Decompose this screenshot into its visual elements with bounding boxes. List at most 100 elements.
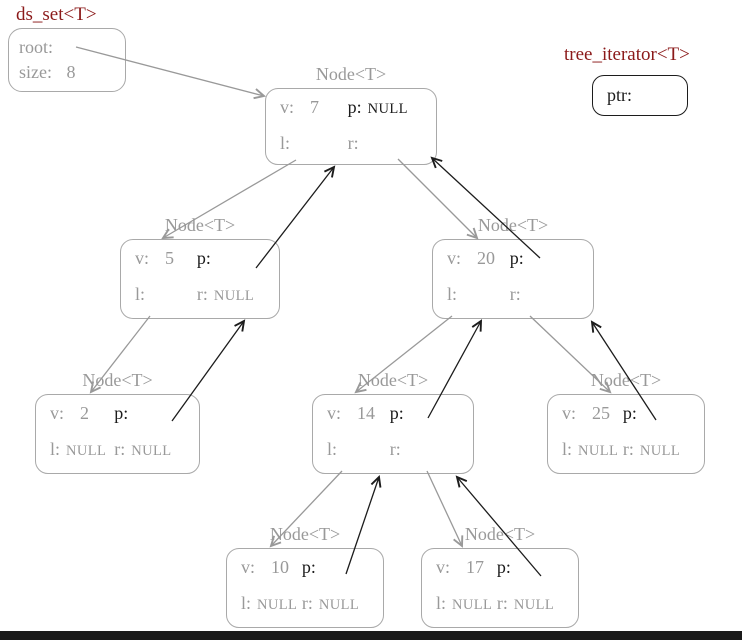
- window-bottom-bar: [0, 631, 742, 640]
- field-label: p:: [347, 97, 362, 117]
- node-type-label: Node<T>: [315, 64, 387, 84]
- node-2: Node<T> v:2 p: l: NULL r:NULL: [35, 370, 200, 474]
- node-20-field-r: r:: [510, 284, 521, 305]
- field-label: p:: [301, 557, 316, 577]
- field-label: v:: [562, 403, 577, 423]
- field-label: p:: [496, 557, 511, 577]
- node-17-field-l: l: NULL: [436, 593, 492, 614]
- node-2-field-r: r:NULL: [114, 439, 171, 460]
- field-value: NULL: [578, 443, 619, 459]
- node-7-field-v: v: 7: [280, 97, 319, 118]
- node-2-field-l: l: NULL: [50, 439, 106, 460]
- field-label: l:: [447, 284, 458, 304]
- ptr-field-label: ptr:: [607, 85, 632, 105]
- node-10-field-r: r: NULL: [302, 593, 359, 614]
- node-20-field-l: l:: [447, 284, 457, 305]
- field-label: r:: [196, 284, 208, 304]
- node-2-field-v: v:2: [50, 403, 89, 424]
- node-20-field-p: p:: [510, 248, 524, 269]
- node-type-label: Node<T>: [357, 370, 429, 390]
- node-type-label: Node<T>: [82, 370, 153, 390]
- field-label: v:: [135, 248, 150, 268]
- field-label: l:: [280, 133, 291, 153]
- node-14-field-l: l:: [327, 439, 337, 460]
- node-7: Node<T> v: 7 p: NULL l: r:: [265, 64, 437, 165]
- node-14-field-p: p:: [390, 403, 404, 424]
- field-value: NULL: [257, 597, 298, 613]
- field-label: r:: [301, 593, 313, 613]
- field-label: v:: [447, 248, 462, 268]
- field-value: NULL: [513, 597, 555, 613]
- ds-set-size-field: size: 8: [19, 60, 115, 85]
- node-5-field-p: p:: [197, 248, 211, 269]
- node-5: Node<T> v: 5 p: l: r: NULL: [120, 215, 280, 319]
- node-7-field-l: l:: [280, 133, 290, 154]
- field-label: v:: [327, 403, 342, 423]
- field-label: l:: [50, 439, 61, 459]
- tree-iterator: tree_iterator<T> ptr:: [564, 44, 724, 116]
- field-value: NULL: [66, 443, 107, 459]
- ds-set: ds_set<T> root: size: 8: [8, 4, 148, 92]
- node-17-field-v: v:17: [436, 557, 484, 578]
- field-value: 20: [477, 248, 496, 268]
- field-value: NULL: [639, 443, 681, 459]
- node-5-field-l: l:: [135, 284, 145, 305]
- field-label: r:: [509, 284, 521, 304]
- field-label: p:: [622, 403, 637, 423]
- node-10-field-l: l: NULL: [241, 593, 297, 614]
- node-box: v: 7 p: NULL l: r:: [265, 88, 437, 165]
- field-label: p:: [114, 403, 129, 423]
- field-value: 7: [310, 97, 320, 117]
- node-type-label: Node<T>: [164, 215, 236, 235]
- node-type-label: Node<T>: [464, 524, 536, 544]
- node-7-field-r: r:: [348, 133, 359, 154]
- node-25-field-l: l: NULL: [562, 439, 618, 460]
- size-field-value: 8: [66, 62, 76, 82]
- node-25-field-r: r:NULL: [623, 439, 680, 460]
- field-label: l:: [135, 284, 146, 304]
- node-type-label: Node<T>: [590, 370, 662, 390]
- field-label: p:: [389, 403, 404, 423]
- field-label: r:: [496, 593, 508, 613]
- field-value: 5: [165, 248, 175, 268]
- node-17-field-r: r: NULL: [497, 593, 554, 614]
- node-box: v: 20 p: l: r:: [432, 239, 594, 319]
- ds-set-root-field: root:: [19, 35, 115, 60]
- node-type-label: Node<T>: [269, 524, 341, 544]
- ds-set-title: ds_set<T>: [16, 4, 97, 25]
- field-label: p:: [509, 248, 524, 268]
- node-25-field-v: v:25: [562, 403, 610, 424]
- node-5-field-r: r: NULL: [197, 284, 254, 305]
- node-box: v:2 p: l: NULL r:NULL: [35, 394, 200, 474]
- node-20-field-v: v: 20: [447, 248, 495, 269]
- field-label: p:: [196, 248, 211, 268]
- field-label: r:: [114, 439, 126, 459]
- node-5-field-v: v: 5: [135, 248, 174, 269]
- size-field-label: size:: [19, 62, 52, 82]
- field-value: NULL: [318, 597, 360, 613]
- field-label: l:: [327, 439, 338, 459]
- field-label: r:: [389, 439, 401, 459]
- field-value: NULL: [452, 597, 493, 613]
- field-label: v:: [280, 97, 295, 117]
- node-14-field-r: r:: [390, 439, 401, 460]
- field-label: l:: [436, 593, 447, 613]
- field-label: l:: [241, 593, 252, 613]
- field-value: NULL: [367, 101, 408, 117]
- node-10-field-v: v:10: [241, 557, 289, 578]
- field-label: l:: [562, 439, 573, 459]
- tree-iterator-title: tree_iterator<T>: [564, 44, 690, 65]
- field-label: v:: [436, 557, 451, 577]
- node-17-field-p: p:: [497, 557, 511, 578]
- field-value: NULL: [213, 288, 255, 304]
- field-label: v:: [241, 557, 256, 577]
